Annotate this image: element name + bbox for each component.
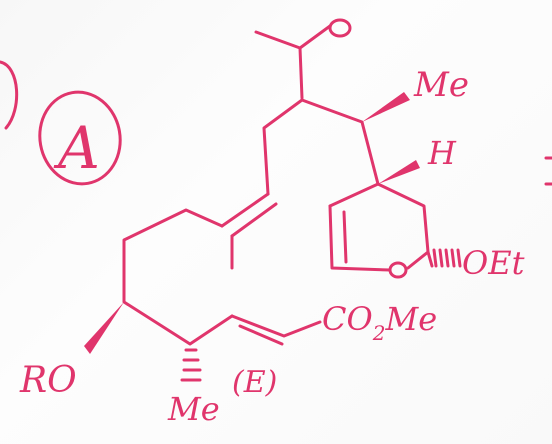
lactol-bonds <box>328 182 430 272</box>
compound-label: A <box>53 114 100 182</box>
carbonyl-double <box>342 210 348 264</box>
upper-ring <box>262 98 380 208</box>
edge-mark <box>544 156 552 186</box>
oxygen-ring <box>328 18 352 38</box>
exocyclic-double-bond <box>220 192 278 238</box>
hydrogen-wedge <box>378 160 420 184</box>
ester-label: CO2Me <box>322 300 437 345</box>
ring-oxygen <box>388 261 408 279</box>
alkoxy-label: RO <box>19 360 77 401</box>
methyl-bottom-label: Me <box>167 390 220 428</box>
aldehyde-stem <box>298 46 304 100</box>
partial-circle-mark <box>0 60 19 130</box>
alkene-chain <box>230 314 322 346</box>
alkoxy-wedge <box>84 302 124 354</box>
aldehyde-bond <box>254 24 332 50</box>
hydrogen-label: H <box>427 134 457 172</box>
geometry-label: (E) <box>232 365 277 400</box>
methyl-top-label: Me <box>413 65 469 105</box>
methyl-hash <box>180 348 202 382</box>
methyl-wedge <box>362 92 410 122</box>
label-circle <box>38 90 122 186</box>
macrocycle <box>122 208 234 346</box>
ethoxy-hash <box>426 248 462 268</box>
ethoxy-label: OEt <box>462 244 525 282</box>
